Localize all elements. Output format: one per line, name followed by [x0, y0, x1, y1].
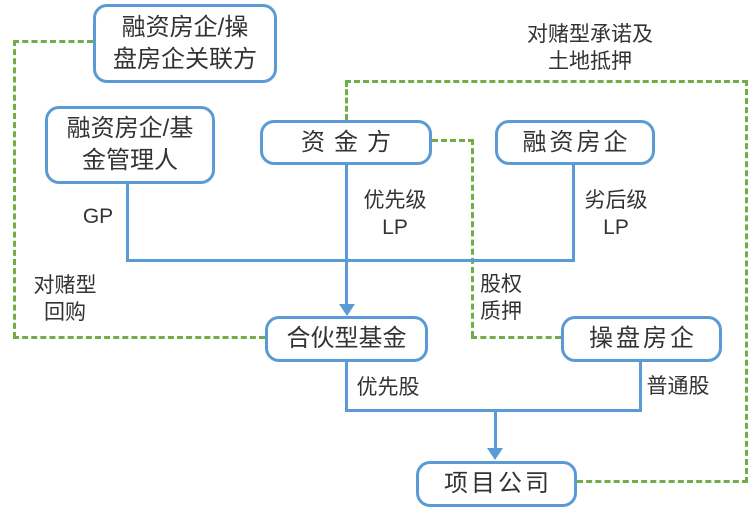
node-financing-developer-label: 融资房企 — [522, 128, 631, 156]
dashed-bet-repurchase-segment-top — [13, 40, 93, 43]
node-related-party-label-line2: 盘房企关联方 — [113, 45, 257, 73]
node-operating-developer-label: 操盘房企 — [589, 325, 697, 352]
node-fund-manager: 融资房企/基 金管理人 — [45, 106, 215, 184]
node-financing-developer: 融资房企 — [495, 120, 655, 165]
label-senior-lp-line2: LP — [382, 216, 408, 239]
dashed-bet-commitment-segment-up — [345, 81, 348, 120]
connector-project-vertical — [494, 412, 497, 448]
node-capital-provider-label: 资金方 — [301, 128, 400, 156]
label-senior-lp: 优先级 LP — [356, 187, 434, 241]
label-bet-commitment-line2: 土地抵押 — [548, 50, 632, 73]
label-preferred-shares: 优先股 — [356, 376, 420, 399]
dashed-bet-commitment-segment-top — [345, 80, 748, 83]
connector-gp-vertical — [126, 184, 129, 262]
node-capital-provider: 资金方 — [260, 120, 432, 165]
label-junior-lp-line2: LP — [603, 216, 629, 239]
label-bet-repurchase: 对赌型 回购 — [29, 272, 101, 326]
label-junior-lp: 劣后级 LP — [577, 187, 655, 241]
connector-junior-lp-vertical — [572, 165, 575, 262]
node-project-company-label: 项目公司 — [444, 470, 552, 497]
label-bet-repurchase-line1: 对赌型 — [33, 274, 97, 297]
node-fund-manager-label-line2: 金管理人 — [82, 147, 178, 174]
arrowhead-into-project-company — [487, 448, 503, 460]
dashed-bet-repurchase-segment-left — [13, 40, 16, 338]
label-bet-commitment: 对赌型承诺及 土地抵押 — [517, 21, 663, 75]
arrowhead-into-partnership-fund — [339, 304, 355, 316]
dashed-bet-commitment-segment-bottom — [577, 480, 748, 483]
node-operating-developer: 操盘房企 — [561, 316, 722, 362]
connector-bottom-horizontal — [345, 409, 642, 412]
dashed-bet-commitment-segment-right — [745, 80, 748, 483]
label-junior-lp-line1: 劣后级 — [584, 189, 648, 212]
dashed-bet-repurchase-segment-bottom — [13, 336, 265, 339]
dashed-equity-pledge-segment-bottom — [471, 336, 561, 339]
connector-common-vertical — [639, 362, 642, 410]
label-equity-pledge-line2: 质押 — [480, 300, 522, 323]
connector-preferred-vertical — [345, 362, 348, 410]
dashed-equity-pledge-segment-top — [432, 139, 474, 142]
node-related-party: 融资房企/操 盘房企关联方 — [93, 4, 277, 83]
node-fund-manager-label-line1: 融资房企/基 — [66, 115, 194, 142]
label-bet-commitment-line1: 对赌型承诺及 — [527, 23, 653, 46]
label-common-shares: 普通股 — [646, 375, 710, 398]
node-partnership-fund-label: 合伙型基金 — [286, 325, 407, 352]
dashed-equity-pledge-segment-mid — [471, 139, 474, 337]
label-senior-lp-line1: 优先级 — [363, 189, 427, 212]
label-bet-repurchase-line2: 回购 — [44, 301, 86, 324]
connector-senior-lp-vertical — [345, 165, 348, 306]
label-equity-pledge: 股权 质押 — [472, 271, 544, 325]
node-project-company: 项目公司 — [416, 461, 577, 507]
node-partnership-fund: 合伙型基金 — [265, 316, 428, 362]
connector-merge-horizontal — [126, 259, 575, 262]
node-related-party-label-line1: 融资房企/操 — [121, 13, 249, 41]
label-equity-pledge-line1: 股权 — [480, 273, 522, 296]
label-gp: GP — [82, 205, 114, 228]
